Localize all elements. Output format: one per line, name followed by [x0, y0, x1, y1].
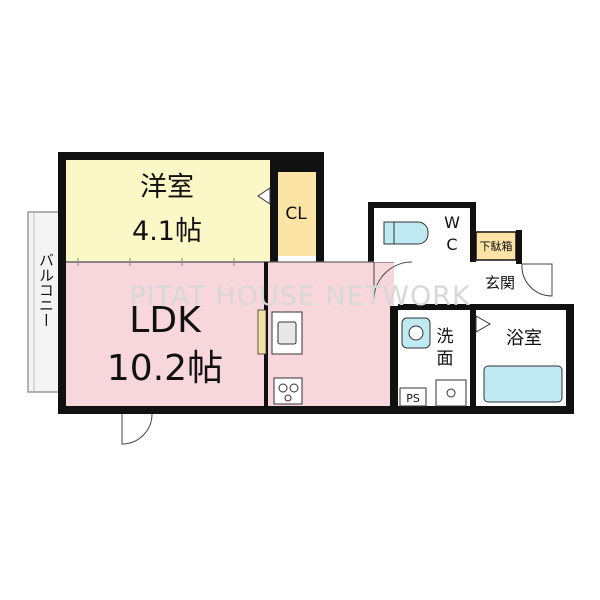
western-room-name: 洋室 — [140, 172, 194, 203]
washroom-label-1: 洗 — [437, 327, 454, 347]
washroom — [398, 310, 470, 407]
walls — [58, 152, 574, 414]
ldk-size: 10.2帖 — [107, 348, 223, 389]
bathroom — [475, 310, 566, 406]
kitchen-counter — [257, 309, 267, 355]
balcony-label: バルコニー — [37, 253, 55, 328]
bathroom-label: 浴室 — [506, 328, 542, 349]
closet — [274, 172, 318, 256]
balcony-door-icon — [121, 413, 153, 445]
closet-door-icon — [257, 187, 271, 205]
washing-machine-icon — [435, 379, 467, 407]
washroom-label-2: 面 — [437, 349, 454, 369]
toilet-label-w: W — [444, 213, 460, 232]
closet-label: CL — [285, 204, 307, 224]
entrance-area — [426, 262, 518, 306]
western-room-size: 4.1帖 — [132, 216, 202, 247]
hall-area — [318, 262, 394, 310]
watermark: PITAT HOUSE NETWORK — [129, 281, 471, 312]
ldk-name: LDK — [129, 300, 202, 341]
western-room — [64, 158, 270, 262]
toilet-room — [374, 208, 470, 262]
stove-icon — [273, 377, 303, 405]
entrance-door-icon-2 — [521, 263, 553, 297]
pipe-space-label: PS — [406, 392, 420, 405]
ldk-room — [64, 262, 266, 410]
entrance-label: 玄関 — [485, 274, 515, 292]
bathtub-icon — [483, 365, 563, 403]
bathroom-door-icon — [475, 315, 492, 333]
shoe-box-label: 下駄箱 — [480, 239, 513, 253]
toilet-label-c: C — [446, 235, 457, 254]
kitchen — [257, 309, 303, 405]
balcony: バルコニー — [27, 211, 61, 393]
entrance-door-icon — [373, 261, 413, 301]
pipe-space — [399, 387, 427, 407]
